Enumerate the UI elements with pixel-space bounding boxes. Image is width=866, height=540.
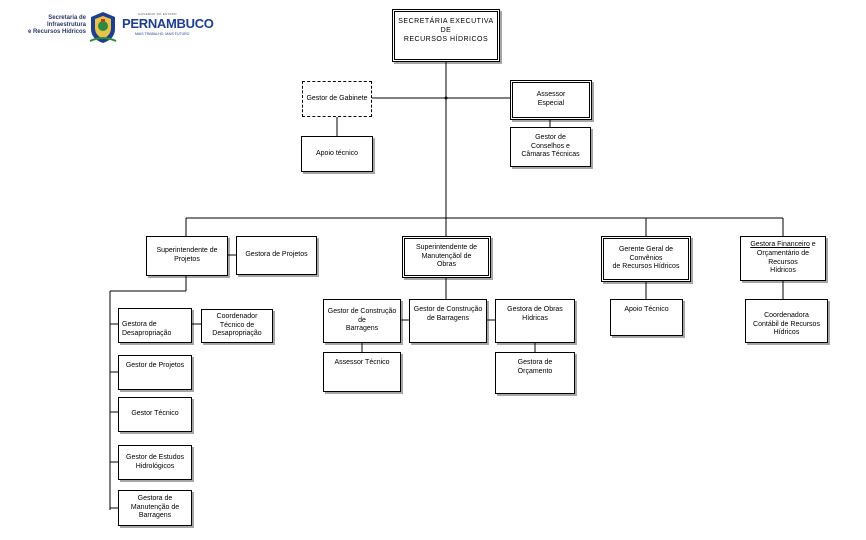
secretaria-logo-text: Secretaria de Infraestrutura e Recursos … bbox=[27, 15, 86, 36]
node-gestor-construcao-barragens-a: Gestor de Construção de Barragens bbox=[323, 299, 401, 343]
node-gestor-gabinete: Gestor de Gabinete bbox=[302, 81, 372, 117]
node-gestor-projetos: Gestor de Projetos bbox=[118, 355, 192, 390]
state-name-logo: PERNAMBUCO bbox=[122, 16, 214, 31]
node-gestor-conselhos: Gestor de Conselhos e Câmaras Técnicas bbox=[510, 127, 591, 167]
node-gerente-convenios: Gerente Geral de Convênios de Recursos H… bbox=[601, 236, 691, 282]
gestora-financeiro-underlined-text: Gestora Financeiro bbox=[750, 241, 810, 248]
node-gestora-financeiro: Gestora Financeiro e Orçamentário de Rec… bbox=[740, 236, 826, 281]
state-slogan: MAIS TRABALHO, MAIS FUTURO bbox=[135, 32, 190, 36]
node-gestor-estudos-hidrologicos: Gestor de Estudos Hidrológicos bbox=[118, 445, 192, 480]
node-gestor-construcao-barragens-b: Gestor de Construção de Barragens bbox=[409, 299, 487, 343]
node-gestora-desapropriacao: Gestora de Desapropriação bbox=[118, 308, 192, 343]
node-gestora-manutencao-barragens: Gestora de Manutenção de Barragens bbox=[118, 490, 192, 526]
gestora-financeiro-rest-text: e Orçamentário de Recursos Hídricos bbox=[756, 241, 816, 275]
node-coordenadora-contabil: Coordenadora Contábil de Recursos Hídric… bbox=[745, 299, 828, 343]
node-assessor-tecnico: Assessor Técnico bbox=[323, 352, 401, 392]
governo-label: GOVERNO DO ESTADO bbox=[138, 12, 177, 16]
node-superintendente-manutencao: Superintendente de Manutençãol de Obras bbox=[402, 236, 491, 278]
node-assessor-especial: Assessor Especial bbox=[510, 80, 592, 120]
pernambuco-crest-icon bbox=[89, 12, 117, 43]
node-superintendente-projetos: Superintendente de Projetos bbox=[146, 236, 228, 276]
node-gestora-projetos: Gestora de Projetos bbox=[236, 236, 317, 275]
node-apoio-tecnico-convenios: Apoio Técnico bbox=[610, 299, 683, 336]
node-gestora-obras-hidricas: Gestora de Obras Hídricas bbox=[495, 299, 575, 343]
node-gestor-tecnico: Gestor Técnico bbox=[118, 397, 192, 432]
node-gestora-orcamento: Gestora de Orçamento bbox=[495, 352, 575, 394]
node-coordenador-desapropriacao: Coordenador Técnico de Desapropriação bbox=[201, 309, 273, 343]
node-apoio-tecnico-gabinete: Apoio técnico bbox=[301, 136, 373, 172]
node-secretaria-executiva: SECRETÁRIA EXECUTIVA DE RECURSOS HÍDRICO… bbox=[392, 9, 500, 62]
